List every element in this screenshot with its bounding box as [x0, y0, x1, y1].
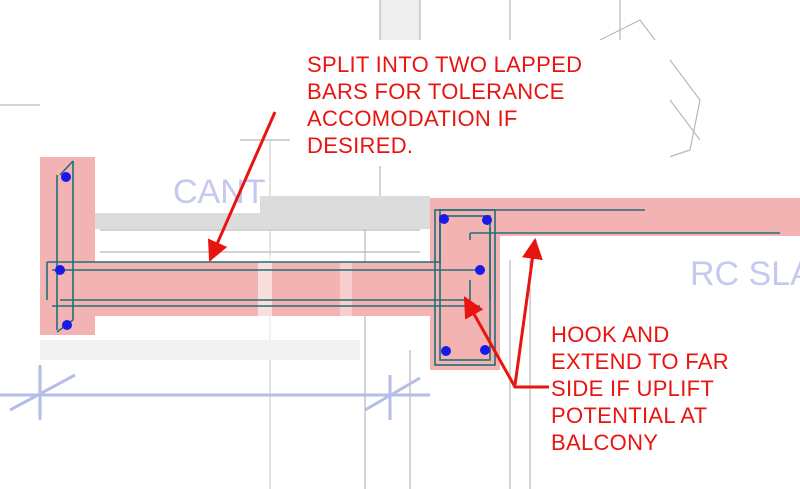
bar-dot	[439, 214, 449, 224]
dimension-line	[0, 365, 430, 420]
note-line: SIDE IF UPLIFT	[551, 376, 715, 401]
note-line: BARS FOR TOLERANCE	[307, 79, 565, 104]
note-line: ACCOMODATION IF	[307, 106, 518, 131]
note-line: SPLIT INTO TWO LAPPED	[307, 52, 583, 77]
label-cantilever: CANT	[173, 173, 266, 211]
label-rc-slab: RC SLA	[690, 255, 800, 293]
bar-dot	[480, 345, 490, 355]
background-band-right	[260, 196, 430, 214]
note-line: BALCONY	[551, 430, 659, 455]
note-line: EXTEND TO FAR	[551, 349, 729, 374]
note-lapped-bars: SPLIT INTO TWO LAPPED BARS FOR TOLERANCE…	[307, 51, 582, 159]
annotation-arrows	[207, 111, 549, 389]
arrow-hook-bar	[463, 296, 549, 389]
bar-dot	[441, 346, 451, 356]
bar-dot	[482, 215, 492, 225]
wall-gap-right	[340, 255, 352, 325]
note-hook-extend: HOOK AND EXTEND TO FAR SIDE IF UPLIFT PO…	[551, 321, 729, 456]
bar-dot	[62, 320, 72, 330]
note-backdrop	[298, 40, 670, 166]
bar-dot	[61, 172, 71, 182]
bar-dot	[55, 265, 65, 275]
arrow-lapped-bars	[207, 111, 277, 262]
wall-gap	[258, 255, 272, 340]
concrete-section	[40, 157, 800, 370]
arrow-extend-far	[513, 237, 543, 386]
rebar-lines	[46, 160, 780, 366]
rebar-dots	[55, 172, 492, 356]
bar-dot	[475, 265, 485, 275]
background-band-left	[95, 213, 430, 229]
note-line: DESIRED.	[307, 133, 414, 158]
note-line: HOOK AND	[551, 322, 670, 347]
note-line: POTENTIAL AT	[551, 403, 708, 428]
